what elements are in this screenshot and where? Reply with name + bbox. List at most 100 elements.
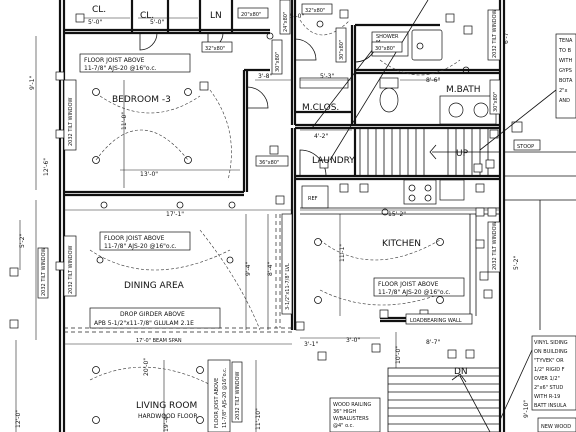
stair-down (387, 367, 501, 432)
room-mbath: M.BATH (446, 85, 481, 95)
joist-note-living: FLOOR JOIST ABOVE 11-7/8" AJS-20 @16"o.c… (207, 359, 231, 432)
vinyl-line1: VINYL SIDING (534, 340, 568, 346)
tenant-line2: TO B (558, 48, 572, 54)
tenant-note: TENA TO B WITH GYPS BOTA 2"x AND (555, 33, 576, 119)
dim-19-4: 19'-4" (163, 414, 170, 432)
window-dining-2-label: 2032 TILT WINDOW (41, 247, 47, 296)
tenant-line6: 2"x (559, 88, 567, 94)
ref-label: REF (308, 196, 318, 202)
new-wood-label: NEW WOOD (541, 424, 571, 430)
dim-17-1: 17'-1" (166, 211, 184, 218)
joist-note-living-line2: 11-7/8" AJS-20 @16"o.c. (222, 367, 228, 428)
vinyl-siding-note: VINYL SIDING ON BUILDING "TYVEK" OR 1/2"… (531, 335, 576, 411)
room-cl-2: CL. (92, 5, 106, 15)
dim-8-7: 8'-7" (426, 339, 440, 346)
railing-line1: WOOD RAILING (333, 402, 371, 408)
dimension-text: 5'-0" 5'-0" 5'-0" 9'-1" 11'-0" 13'-0" 17… (15, 13, 530, 432)
window-kitchen-label: 2032 TILT WINDOW (492, 221, 498, 270)
dim-5-2: 5'-2" (19, 234, 26, 248)
joist-note-bedroom-line2: 11-7/8" AJS-20 @16"o.c. (84, 65, 157, 72)
window-dining-left: 2032 TILT WINDOW (63, 235, 77, 297)
door-30x80-bath: 30"x80" (375, 46, 395, 52)
leader-lines (311, 0, 557, 421)
room-cl-1: CL. (140, 11, 154, 21)
new-wood-note: NEW WOOD (537, 417, 576, 432)
joist-note-dining-line1: FLOOR JOIST ABOVE (104, 235, 165, 242)
tenant-line1: TENA (558, 38, 573, 44)
joist-note-dining-line2: 11-7/8" AJS-20 @16"o.c. (104, 243, 177, 250)
tenant-line5: BOTA (559, 78, 573, 84)
dim-9-4: 9'-4" (245, 262, 252, 276)
dim-5-2b: 5'-2" (513, 256, 520, 270)
electrical-symbols (9, 9, 523, 361)
dim-5-0c: 5'-0" (290, 13, 304, 20)
stoop-box: STOOP (504, 139, 576, 330)
window-dining-label: 2032 TILT WINDOW (68, 245, 74, 294)
window-bath: 2032 TILT WINDOW (487, 9, 501, 61)
joist-note-dining: FLOOR JOIST ABOVE 11-7/8" AJS-20 @16"o.c… (99, 231, 191, 251)
door-24x80: 24"x80" (283, 12, 289, 32)
beam-span-label: 17'-0" BEAM SPAN (136, 338, 182, 344)
stair-down-label: DN (454, 367, 468, 377)
vinyl-line6: 2"x6" STUD (534, 385, 563, 391)
dim-4-2: 4'-2" (314, 133, 328, 140)
vinyl-line5: OVER 1/2" (534, 376, 560, 382)
door-30x80-a: 30"x80" (275, 52, 281, 72)
room-shower: SHOWER (376, 34, 399, 40)
window-bedroom: 2032 TILT WINDOW (63, 79, 77, 151)
stair-up (359, 127, 501, 177)
vinyl-line4: 1/2" RIGID F (534, 367, 565, 373)
room-living-floor: HARDWOOD FLOOR (138, 413, 198, 420)
dim-11-10: 11'-10" (255, 408, 262, 430)
dim-3-8: 3'-8" (258, 73, 272, 80)
joist-note-living-line1: FLOOR JOIST ABOVE (214, 378, 220, 428)
window-bath-label: 2032 TILT WINDOW (492, 9, 498, 58)
railing-line2: 36" HIGH (333, 409, 356, 415)
dim-13-0: 13'-0" (140, 171, 158, 178)
load-wall-note: LOADBEARING WALL (405, 313, 473, 325)
dim-12-6: 12'-6" (43, 158, 50, 176)
door-36x80-laundry: 36"x80" (259, 160, 279, 166)
room-ln: LN (210, 11, 222, 21)
window-bedroom-label: 2032 TILT WINDOW (68, 97, 74, 146)
vinyl-line2: ON BUILDING (534, 349, 568, 355)
door-20x80-top: 20"x80" (241, 12, 261, 18)
tenant-line3: WITH (559, 58, 572, 64)
room-dining: DINING AREA (124, 281, 185, 291)
girder-note-line1: DROP GIRDER ABOVE (120, 311, 185, 318)
dimension-lines (15, 17, 500, 432)
door-32x80-bed: 32"x80" (205, 46, 225, 52)
room-kitchen: KITCHEN (382, 239, 421, 249)
room-labels: BEDROOM -3 DINING AREA KITCHEN LIVING RO… (92, 5, 481, 420)
dim-8-4: 8'-4" (267, 262, 274, 276)
joist-note-kitchen-line2: 11-7/8" AJS-20 @16"o.c. (378, 289, 451, 296)
dim-10-0: 10'-0" (395, 346, 402, 364)
window-living: 2032 TILT WINDOW (231, 361, 243, 423)
door-labels: 20"x80" 32"x80" 32"x80" 36"x80" 30"x80" … (201, 0, 501, 167)
dim-5-3: 5'-3" (320, 73, 334, 80)
stoop-label: STOOP (517, 144, 534, 150)
room-mclos: M.CLOS. (302, 103, 339, 113)
room-living: LIVING ROOM (136, 401, 197, 411)
dim-5-0: 5'-0" (88, 19, 102, 26)
dim-5-0b: 5'-0" (150, 19, 164, 26)
vinyl-line7: WITH R-19 (534, 394, 560, 400)
joist-note-kitchen: FLOOR JOIST ABOVE 11-7/8" AJS-20 @16"o.c… (373, 277, 465, 297)
dim-3-1: 3'-1" (304, 341, 318, 348)
railing-line4: @4" o.c. (333, 423, 354, 429)
window-living-label: 2032 TILT WINDOW (235, 371, 241, 420)
dim-6-7: 6'-7" (503, 30, 510, 44)
joist-note-kitchen-line1: FLOOR JOIST ABOVE (378, 281, 439, 288)
tenant-line4: GYPS (559, 68, 572, 74)
dim-20-0: 20'-0" (143, 358, 150, 376)
tenant-line7: AND (559, 98, 570, 104)
vert-beam-label: 3-1/2"x11-7/8" LVL (285, 263, 291, 310)
railing-line3: W/BALUSTERS (333, 416, 369, 422)
window-dining-2: 2032 TILT WINDOW (37, 247, 49, 299)
dim-9-10: 9'-10" (523, 400, 530, 418)
dim-11-1: 11'-1" (339, 244, 346, 262)
dim-15-2: 15'-2" (388, 211, 406, 218)
door-32x80-top: 32"x80" (305, 8, 325, 14)
vinyl-line8: BATT INSULA (534, 403, 567, 409)
